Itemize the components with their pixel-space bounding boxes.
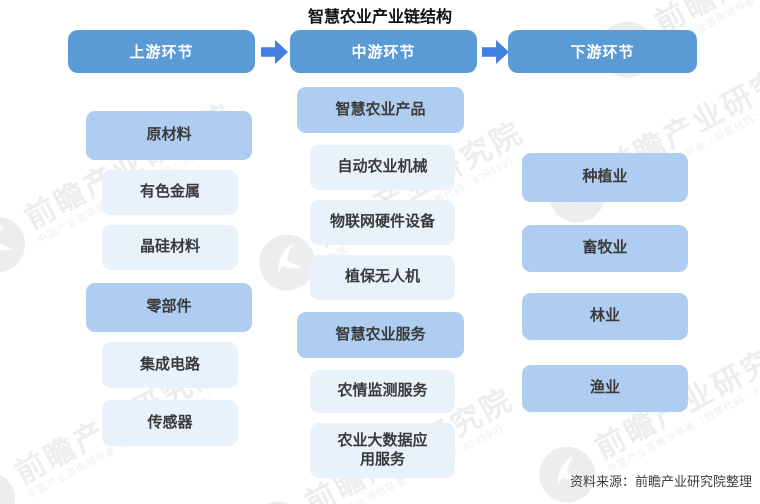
data-source-note: 资料来源：前瞻产业研究院整理 xyxy=(569,474,752,489)
header-upstream: 上游环节 xyxy=(68,30,255,73)
midstream-item-drones: 植保无人机 xyxy=(310,255,455,300)
upstream-item-components: 零部件 xyxy=(86,283,252,332)
header-midstream: 中游环节 xyxy=(290,30,477,73)
midstream-item-monitoring-services: 农情监测服务 xyxy=(310,370,455,413)
downstream-item-planting: 种植业 xyxy=(522,153,688,202)
upstream-item-silicon-materials: 晶硅材料 xyxy=(102,225,238,270)
upstream-item-sensors: 传感器 xyxy=(102,400,238,446)
arrow-right-icon xyxy=(261,40,288,64)
downstream-item-fishery: 渔业 xyxy=(522,365,688,412)
qianzhan-logo-icon xyxy=(0,216,26,273)
page-title: 智慧农业产业链结构 xyxy=(307,9,452,26)
upstream-item-nonferrous-metals: 有色金属 xyxy=(102,170,238,215)
midstream-item-auto-machinery: 自动农业机械 xyxy=(310,145,455,190)
qianzhan-logo-icon xyxy=(0,471,16,504)
arrow-right-icon xyxy=(482,40,509,64)
header-downstream: 下游环节 xyxy=(508,30,697,73)
midstream-item-smart-ag-services: 智慧农业服务 xyxy=(297,312,464,358)
midstream-item-smart-ag-products: 智慧农业产品 xyxy=(297,87,464,133)
upstream-item-raw-materials: 原材料 xyxy=(86,111,252,160)
downstream-item-forestry: 林业 xyxy=(522,293,688,340)
downstream-item-livestock: 畜牧业 xyxy=(522,225,688,272)
midstream-item-bigdata-services: 农业大数据应用服务 xyxy=(310,423,455,478)
upstream-item-integrated-circuits: 集成电路 xyxy=(102,342,238,388)
qianzhan-logo-icon xyxy=(249,501,306,504)
midstream-item-iot-hardware: 物联网硬件设备 xyxy=(310,200,455,245)
